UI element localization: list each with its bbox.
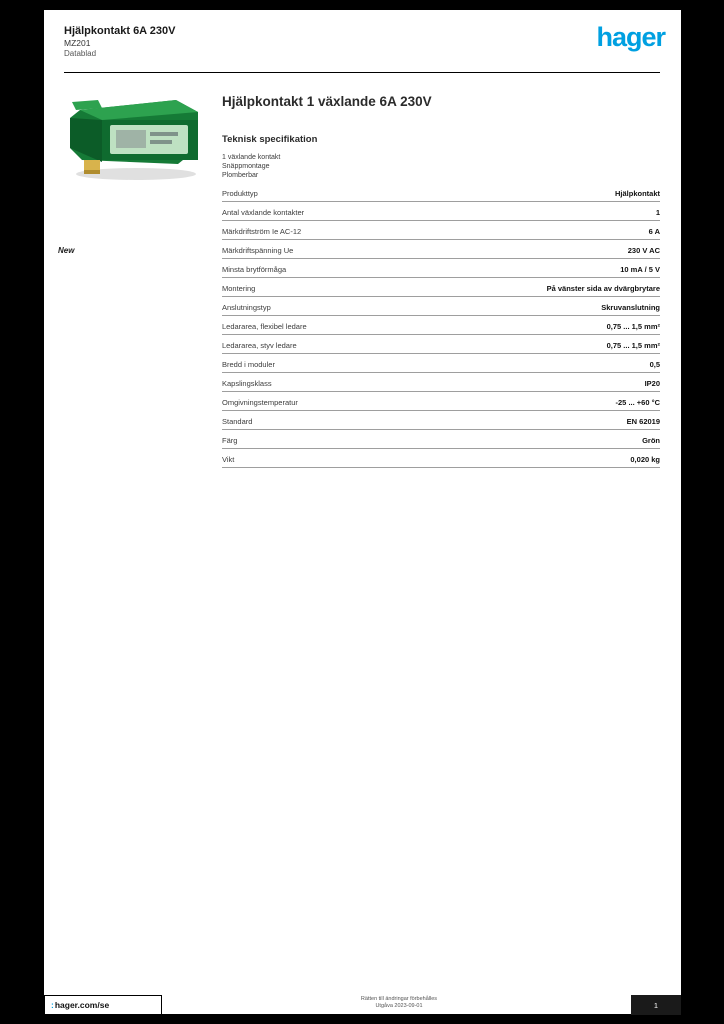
page-title: Hjälpkontakt 1 växlande 6A 230V — [222, 94, 432, 109]
spec-label: Märkdriftspänning Ue — [222, 246, 294, 255]
feature-item: Snäppmontage — [222, 163, 270, 170]
spec-label: Kapslingsklass — [222, 379, 272, 388]
spec-value: EN 62019 — [626, 417, 660, 426]
datasheet-page: Hjälpkontakt 6A 230V MZ201 Datablad hage… — [44, 10, 681, 1015]
spec-row: Standard EN 62019 — [222, 411, 660, 430]
spec-value: 0,75 ... 1,5 mm² — [606, 341, 660, 350]
spec-row: Omgivningstemperatur -25 ... +60 °C — [222, 392, 660, 411]
spec-label: Vikt — [222, 455, 235, 464]
new-badge: New — [58, 246, 75, 255]
spec-row: Produkttyp Hjälpkontakt — [222, 183, 660, 202]
spec-row: Bredd i moduler 0,5 — [222, 354, 660, 373]
spec-row: Märkdriftström Ie AC-12 6 A — [222, 221, 660, 240]
feature-item: Plomberbar — [222, 172, 259, 179]
spec-label: Anslutningstyp — [222, 303, 271, 312]
spec-row: Antal växlande kontakter 1 — [222, 202, 660, 221]
footer-page-number: 1 — [631, 995, 681, 1015]
spec-row: Minsta brytförmåga 10 mA / 5 V — [222, 259, 660, 278]
spec-row: Färg Grön — [222, 430, 660, 449]
spec-label: Omgivningstemperatur — [222, 398, 298, 407]
spec-value: 1 — [655, 208, 660, 217]
header-reference: MZ201 — [64, 38, 91, 48]
main-content: Hjälpkontakt 1 växlande 6A 230V Teknisk … — [222, 94, 660, 468]
hager-colon-mark: : — [51, 1000, 54, 1010]
spec-value: Hjälpkontakt — [614, 189, 660, 198]
spec-table: Produkttyp Hjälpkontakt Antal växlande k… — [222, 183, 660, 468]
spec-label: Minsta brytförmåga — [222, 265, 287, 274]
spec-value: Skruvanslutning — [601, 303, 660, 312]
spec-value: -25 ... +60 °C — [615, 398, 660, 407]
spec-row: Vikt 0,020 kg — [222, 449, 660, 468]
spec-row: Kapslingsklass IP20 — [222, 373, 660, 392]
spec-label: Standard — [222, 417, 253, 426]
spec-label: Produkttyp — [222, 189, 258, 198]
spec-row: Märkdriftspänning Ue 230 V AC — [222, 240, 660, 259]
section-heading: Teknisk specifikation — [222, 134, 318, 145]
spec-value: 10 mA / 5 V — [620, 265, 660, 274]
footer-site-text: hager.com/se — [54, 1000, 110, 1010]
spec-row: Ledararea, styv ledare 0,75 ... 1,5 mm² — [222, 335, 660, 354]
footer-note-line2: Utgåva 2023-09-01 — [375, 1003, 423, 1009]
spec-value: 230 V AC — [627, 246, 660, 255]
header-divider — [64, 72, 660, 73]
spec-value: 0,75 ... 1,5 mm² — [606, 322, 660, 331]
spec-label: Ledararea, styv ledare — [222, 341, 297, 350]
spec-row: Anslutningstyp Skruvanslutning — [222, 297, 660, 316]
spec-row: Ledararea, flexibel ledare 0,75 ... 1,5 … — [222, 316, 660, 335]
feature-list: 1 växlande kontakt Snäppmontage Plomberb… — [222, 153, 660, 180]
spec-value: 0,5 — [649, 360, 660, 369]
spec-value: Grön — [642, 436, 660, 445]
spec-value: IP20 — [644, 379, 660, 388]
spec-label: Ledararea, flexibel ledare — [222, 322, 307, 331]
footer-note-line1: Rätten till ändringar förbehålles — [360, 996, 438, 1002]
spec-label: Antal växlande kontakter — [222, 208, 305, 217]
spec-value: 6 A — [648, 227, 660, 236]
spec-value: På vänster sida av dvärgbrytare — [546, 284, 660, 293]
auxiliary-contact-image — [70, 100, 198, 180]
spec-label: Montering — [222, 284, 256, 293]
spec-value: 0,020 kg — [630, 455, 660, 464]
header-doc-label: Datablad — [64, 49, 97, 58]
footer-site-link[interactable]: : hager.com/se — [44, 995, 162, 1015]
header: Hjälpkontakt 6A 230V MZ201 Datablad — [64, 24, 175, 59]
spec-label: Färg — [222, 436, 238, 445]
hager-logo: hager — [596, 22, 666, 52]
footer-note: Rätten till ändringar förbehålles Utgåva… — [299, 996, 499, 1010]
spec-row: Montering På vänster sida av dvärgbrytar… — [222, 278, 660, 297]
header-product-name: Hjälpkontakt 6A 230V — [64, 25, 176, 37]
product-image — [58, 88, 208, 183]
spec-label: Märkdriftström Ie AC-12 — [222, 227, 302, 236]
spec-label: Bredd i moduler — [222, 360, 275, 369]
feature-item: 1 växlande kontakt — [222, 154, 281, 161]
